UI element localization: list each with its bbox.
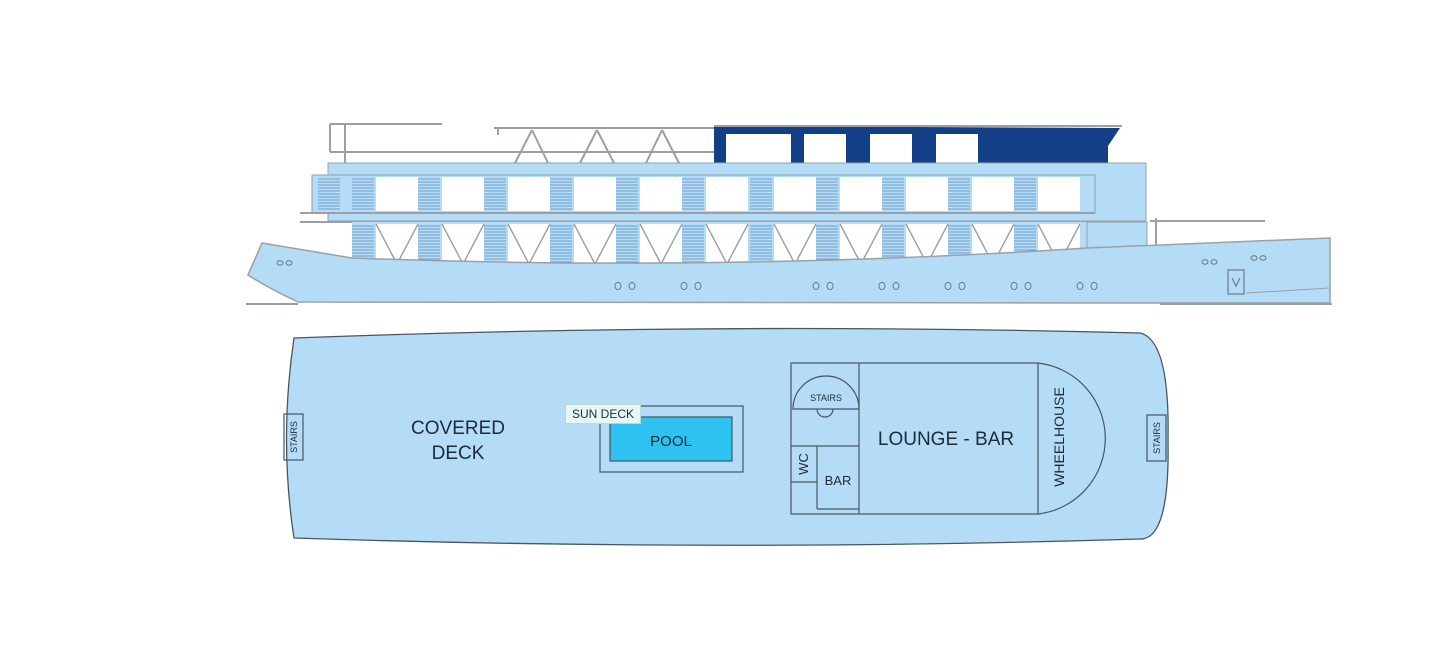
lower-window-blind xyxy=(550,225,572,263)
deck-strut xyxy=(660,223,683,265)
porthole xyxy=(628,281,636,291)
deck-strut xyxy=(441,223,464,265)
upper-window-blind xyxy=(1014,178,1036,210)
deck-strut xyxy=(375,223,398,265)
lower-window xyxy=(508,224,550,264)
deck-strut xyxy=(507,223,530,265)
lounge-bar-label: LOUNGE - BAR xyxy=(878,429,1014,450)
upper-window xyxy=(442,177,484,211)
lower-window-blind xyxy=(816,225,838,263)
porthole xyxy=(1090,281,1098,291)
lower-window xyxy=(376,224,418,264)
deck-strut xyxy=(860,223,883,265)
deck-strut xyxy=(528,223,551,265)
covered-deck-label-1: COVERED xyxy=(411,418,505,439)
ship-side-profile xyxy=(246,123,1332,305)
upper-window xyxy=(376,177,418,211)
upper-deck xyxy=(300,162,1147,223)
upper-window-blind xyxy=(418,178,440,210)
bar-label: BAR xyxy=(825,473,852,488)
upper-window xyxy=(1038,177,1080,211)
porthole xyxy=(614,281,622,291)
upper-window-blind xyxy=(616,178,638,210)
wheelhouse-label: WHEELHOUSE xyxy=(1051,387,1067,487)
upper-window-row xyxy=(318,177,1080,211)
upper-window-blind xyxy=(816,178,838,210)
roof-rails xyxy=(329,123,714,164)
upper-window xyxy=(508,177,550,211)
covered-deck-label-2: DECK xyxy=(432,443,485,464)
sun-deck-tooltip: SUN DECK xyxy=(565,404,642,424)
upper-window xyxy=(906,177,948,211)
lower-window xyxy=(774,224,816,264)
hull-side xyxy=(247,237,1331,304)
deck-strut xyxy=(773,223,796,265)
wc-label: WC xyxy=(796,453,811,475)
lower-window xyxy=(706,224,748,264)
upper-window xyxy=(774,177,816,211)
hull-portholes xyxy=(276,255,1267,266)
porthole xyxy=(892,281,900,291)
upper-window xyxy=(706,177,748,211)
upper-window-blind xyxy=(318,178,340,210)
deck-strut xyxy=(839,223,862,265)
deck-plan: STAIRS COVERED DECK POOL STAIRS WC BAR L… xyxy=(283,327,1169,546)
lower-window xyxy=(640,224,682,264)
porthole xyxy=(878,281,886,291)
stairs-left xyxy=(283,413,304,461)
main-deck xyxy=(352,222,1087,267)
lounge-block xyxy=(790,362,1106,515)
upper-window-blind xyxy=(948,178,970,210)
upper-window xyxy=(972,177,1014,211)
anchor-icon xyxy=(1227,269,1245,295)
porthole xyxy=(958,281,966,291)
porthole xyxy=(826,281,834,291)
upper-window-blind xyxy=(750,178,772,210)
deck-strut xyxy=(639,223,662,265)
porthole xyxy=(944,281,952,291)
lower-window xyxy=(442,224,484,264)
stairs-center-label: STAIRS xyxy=(810,393,842,403)
porthole xyxy=(812,281,820,291)
porthole xyxy=(680,281,688,291)
upper-window-blind xyxy=(352,178,374,210)
porthole xyxy=(1024,281,1032,291)
deck-strut xyxy=(594,223,617,265)
upper-window-blind xyxy=(882,178,904,210)
porthole xyxy=(1010,281,1018,291)
hull-lower-portholes xyxy=(614,281,1098,291)
stairs-right-label: STAIRS xyxy=(1152,422,1162,454)
porthole xyxy=(1076,281,1084,291)
lower-window xyxy=(574,224,616,264)
upper-window-blind xyxy=(682,178,704,210)
stairs-left-label: STAIRS xyxy=(289,421,299,453)
lower-window-blind xyxy=(682,225,704,263)
upper-window xyxy=(840,177,882,211)
upper-canopy xyxy=(714,125,1122,164)
upper-window-blind xyxy=(550,178,572,210)
lower-window xyxy=(840,224,882,264)
lower-window-row xyxy=(352,224,1080,264)
stairs-right xyxy=(1146,414,1167,462)
deck-strut xyxy=(794,223,817,265)
upper-window xyxy=(574,177,616,211)
pool xyxy=(609,416,733,462)
deck-strut xyxy=(396,223,419,265)
deck-strut xyxy=(573,223,596,265)
pool-label: POOL xyxy=(650,433,692,450)
porthole xyxy=(694,281,702,291)
upper-window-blind xyxy=(484,178,506,210)
deck-strut xyxy=(705,223,728,265)
deck-strut xyxy=(462,223,485,265)
deck-strut xyxy=(726,223,749,265)
lower-window-blind xyxy=(616,225,638,263)
upper-window xyxy=(640,177,682,211)
